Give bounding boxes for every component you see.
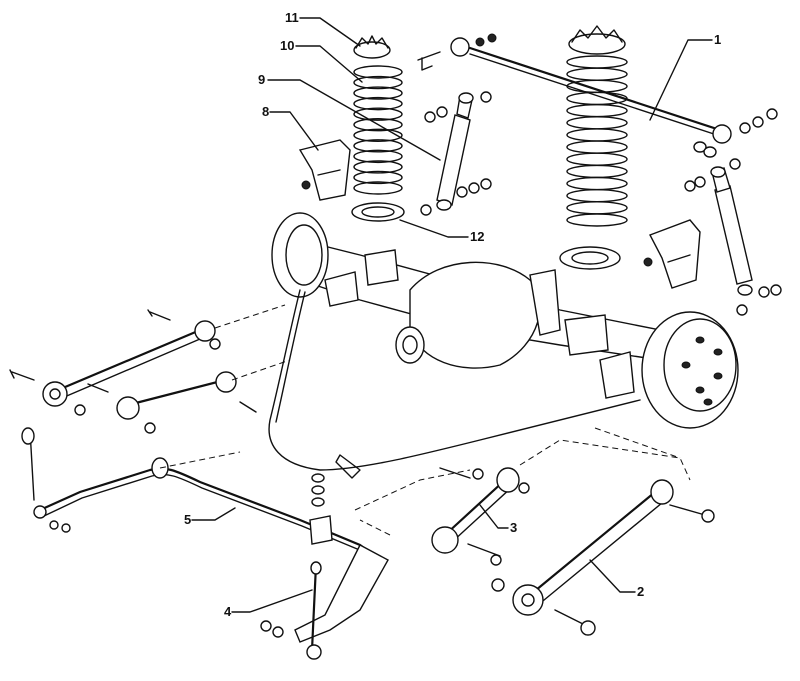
rear-axle-housing: [271, 212, 739, 429]
lateral-rod: [417, 33, 778, 158]
brake-cables: [268, 289, 641, 479]
left-coil-spring: [351, 35, 405, 222]
right-mounting-bracket: [643, 219, 701, 289]
callout-3: 3: [510, 520, 518, 535]
callout-2: 2: [637, 584, 645, 599]
callout-8: 8: [262, 104, 270, 119]
lower-link-left: [87, 371, 257, 434]
upper-control-arm-right: [431, 467, 530, 592]
lower-control-arm-right: [512, 479, 715, 636]
callout-5: 5: [184, 512, 192, 527]
callout-11: 11: [285, 10, 299, 25]
callout-9: 9: [258, 72, 266, 87]
callout-12: 12: [470, 229, 485, 244]
callout-leaders: [191, 17, 713, 613]
left-shock-absorber: [420, 91, 492, 216]
callout-10: 10: [280, 38, 295, 53]
right-coil-spring: [559, 25, 628, 270]
assembly-guide-lines: [159, 304, 691, 536]
stabilizer-link: [260, 561, 322, 660]
right-shock-absorber: [684, 158, 782, 316]
stabilizer-bar: [21, 427, 389, 643]
callout-1: 1: [714, 32, 722, 47]
left-mounting-bracket: [298, 139, 351, 201]
callout-4: 4: [224, 604, 232, 619]
upper-control-arm-left: [9, 309, 221, 416]
